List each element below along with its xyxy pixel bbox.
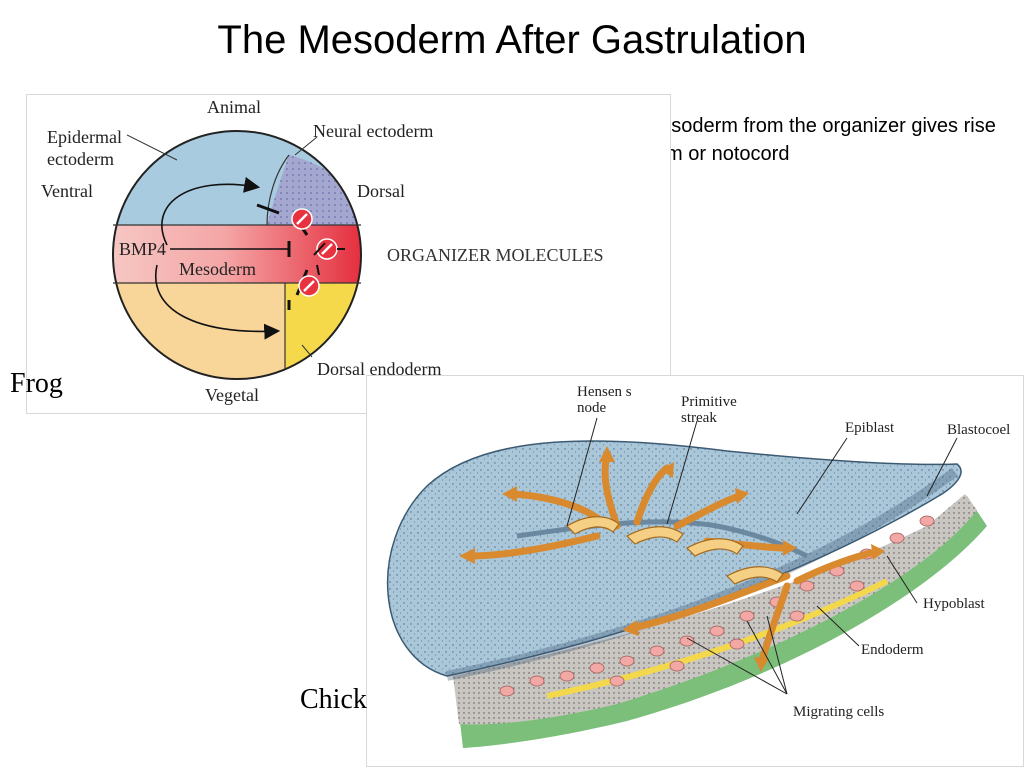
label-mesoderm: Mesoderm [179,259,256,279]
label-migrating-cells: Migrating cells [793,704,884,720]
label-hensens-node: Hensen s [577,384,632,400]
label-organizer-molecules: ORGANIZER MOLECULES [387,245,604,265]
label-hypoblast: Hypoblast [923,596,985,612]
label-endoderm: Endoderm [861,642,924,658]
endoderm-layer [453,494,977,725]
frog-diagram: Animal Epidermal ectoderm Neural ectoder… [41,97,604,405]
label-primitive-streak-2: streak [681,410,717,426]
label-ectoderm: ectoderm [47,149,114,169]
label-animal: Animal [207,97,261,117]
label-epidermal: Epidermal [47,127,122,147]
frog-label: Frog [10,368,63,399]
inhibitor-icon [298,275,320,297]
label-bmp4: BMP4 [119,239,166,259]
label-neural-ectoderm: Neural ectoderm [313,121,433,141]
inhibitor-icon [291,208,313,230]
chick-diagram-panel: Hensen s node Primitive streak Epiblast … [366,375,1024,767]
label-ventral: Ventral [41,181,93,201]
slide-title: The Mesoderm After Gastrulation [217,18,807,62]
chick-diagram: Hensen s node Primitive streak Epiblast … [387,384,1010,748]
label-primitive-streak: Primitive [681,394,737,410]
embryo-outline [112,130,362,380]
label-vegetal: Vegetal [205,385,259,405]
label-hensens-node-2: node [577,400,607,416]
curved-cell-arrows [566,516,784,585]
chick-label: Chick [300,684,367,715]
label-dorsal-endoderm: Dorsal endoderm [317,359,441,379]
label-blastocoel: Blastocoel [947,422,1010,438]
frog-diagram-panel: Animal Epidermal ectoderm Neural ectoder… [26,94,671,414]
ventral-arrow-top [161,176,261,246]
label-epiblast: Epiblast [845,420,895,436]
ventral-arrow-bottom [154,264,281,340]
migrating-cells [499,515,935,697]
label-dorsal: Dorsal [357,181,405,201]
